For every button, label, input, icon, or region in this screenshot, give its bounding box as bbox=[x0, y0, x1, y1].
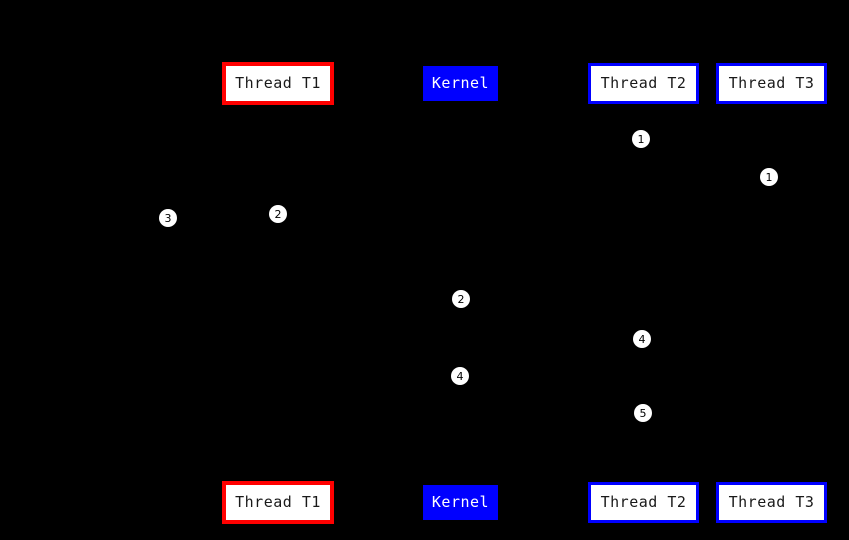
participant-label: Thread T3 bbox=[728, 74, 815, 92]
step-badge-label: 4 bbox=[456, 369, 464, 383]
lifeline-t3 bbox=[771, 104, 772, 482]
step-badge: 1 bbox=[632, 130, 650, 148]
message-arrow bbox=[278, 177, 771, 178]
participant-footer-thread-t3[interactable]: Thread T3 bbox=[716, 482, 827, 523]
participant-header-kernel[interactable]: Kernel bbox=[423, 66, 498, 101]
message-arrow bbox=[460, 339, 643, 340]
participant-header-thread-t3[interactable]: Thread T3 bbox=[716, 63, 827, 104]
step-badge-label: 1 bbox=[637, 132, 645, 146]
step-badge: 1 bbox=[760, 168, 778, 186]
message-arrow bbox=[460, 413, 643, 414]
participant-label: Thread T1 bbox=[235, 74, 321, 92]
step-badge: 3 bbox=[159, 209, 177, 227]
step-badge-label: 2 bbox=[274, 207, 282, 221]
message-arrow bbox=[168, 218, 278, 219]
step-badge-label: 4 bbox=[638, 332, 646, 346]
step-badge: 4 bbox=[633, 330, 651, 348]
participant-label: Thread T2 bbox=[600, 493, 687, 511]
participant-header-thread-t2[interactable]: Thread T2 bbox=[588, 63, 699, 104]
participant-footer-kernel[interactable]: Kernel bbox=[423, 485, 498, 520]
participant-label: Thread T3 bbox=[728, 493, 815, 511]
participant-label: Kernel bbox=[431, 493, 490, 511]
participant-footer-thread-t1[interactable]: Thread T1 bbox=[222, 481, 334, 524]
step-badge-label: 3 bbox=[164, 211, 172, 225]
step-badge-label: 1 bbox=[765, 170, 773, 184]
participant-label: Thread T1 bbox=[235, 493, 321, 511]
participant-footer-thread-t2[interactable]: Thread T2 bbox=[588, 482, 699, 523]
step-badge: 4 bbox=[451, 367, 469, 385]
participant-label: Kernel bbox=[431, 74, 490, 92]
message-arrow bbox=[278, 376, 460, 377]
lifeline-t2 bbox=[643, 104, 644, 482]
step-badge: 2 bbox=[269, 205, 287, 223]
participant-header-thread-t1[interactable]: Thread T1 bbox=[222, 62, 334, 105]
lifeline-t1 bbox=[278, 105, 279, 481]
message-arrow bbox=[278, 139, 643, 140]
participant-label: Thread T2 bbox=[600, 74, 687, 92]
step-badge: 5 bbox=[634, 404, 652, 422]
step-badge-label: 2 bbox=[457, 292, 465, 306]
step-badge: 2 bbox=[452, 290, 470, 308]
step-badge-label: 5 bbox=[639, 406, 647, 420]
message-arrow bbox=[278, 299, 461, 300]
